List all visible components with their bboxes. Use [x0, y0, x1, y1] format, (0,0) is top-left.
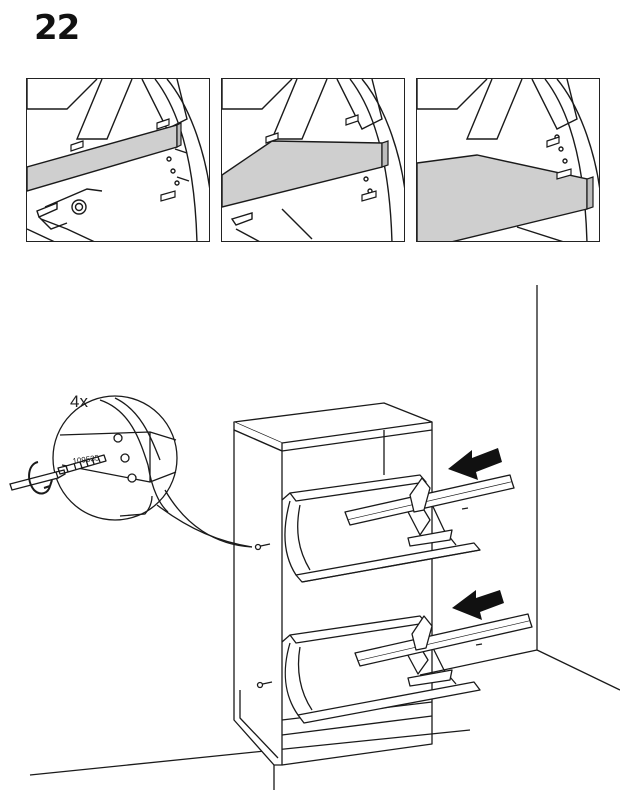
quantity-label: 4x: [70, 392, 88, 411]
detail-panel-seated-drawing: [417, 79, 599, 241]
callout-circle: [52, 395, 178, 521]
rotate-arrow-icon: [28, 461, 53, 495]
detail-panel-insert: [26, 78, 210, 242]
upper-compartment-front: [289, 474, 427, 502]
screw-icon: [57, 454, 107, 475]
push-arrow-icon-lower: [452, 590, 504, 620]
detail-panel-rotate: [221, 78, 405, 242]
callout-leader: [164, 489, 253, 548]
detail-panel-seated: [416, 78, 600, 242]
cabinet-illustration: [9, 285, 620, 790]
detail-panel-rotate-drawing: [222, 79, 404, 241]
step-number: 22: [34, 8, 80, 48]
push-arrow-icon-upper: [448, 448, 502, 480]
wall-corner-line: [536, 285, 620, 691]
cabinet-side: [233, 429, 283, 766]
lower-compartment-front: [289, 615, 427, 644]
floor-line: [29, 729, 471, 776]
callout-detail: [59, 397, 177, 517]
screwdriver-icon: [9, 469, 66, 491]
floor-wall-line: [419, 649, 538, 676]
detail-panel-insert-drawing: [27, 79, 209, 241]
